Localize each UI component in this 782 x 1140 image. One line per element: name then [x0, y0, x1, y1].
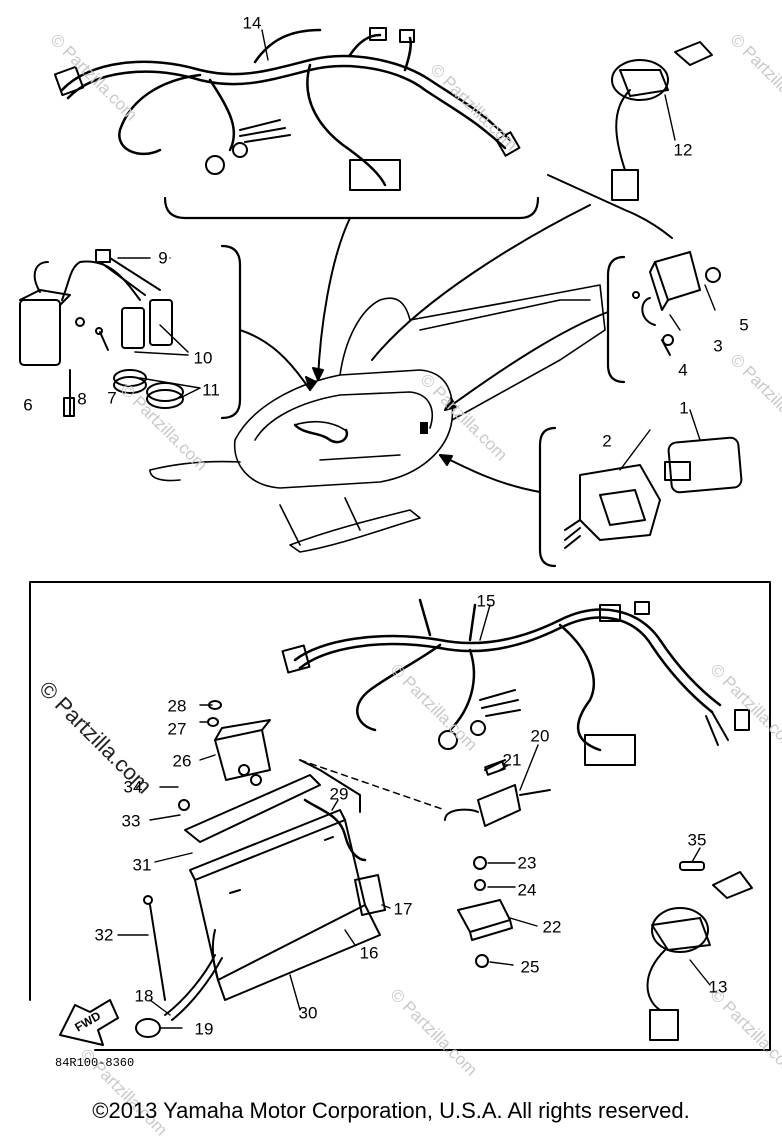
callout-17: 17: [393, 899, 413, 919]
lower-box: [29, 581, 771, 1051]
callout-1: 1: [679, 398, 689, 418]
fwd-arrow: [59, 999, 119, 1046]
bracket-1-2: [538, 426, 557, 568]
callout-16: 16: [359, 943, 379, 963]
copyright-notice: ©2013 Yamaha Motor Corporation, U.S.A. A…: [92, 1098, 690, 1123]
key-switch-12: [611, 41, 713, 201]
leader-14-to-sled: [317, 217, 351, 381]
callout-9: 9: [158, 248, 168, 268]
fuse-holder-20: [444, 759, 551, 827]
callout-21: 21: [502, 750, 522, 770]
callout-34: 34: [123, 777, 143, 797]
callout-29: 29: [329, 784, 349, 804]
callout-7: 7: [107, 388, 117, 408]
harness-in-sled: [293, 423, 349, 444]
callout-24: 24: [517, 880, 537, 900]
callout-6: 6: [23, 395, 33, 415]
starter-relay-26: [214, 719, 271, 786]
bracket-12: [547, 174, 673, 239]
battery-30: [189, 809, 381, 1001]
wire-harness-15: [293, 598, 722, 752]
battery-bracket-31: [178, 759, 361, 843]
callout-8: 8: [77, 389, 87, 409]
connector-group-15: [281, 601, 750, 766]
callout-30: 30: [298, 1003, 318, 1023]
callout-2: 2: [602, 431, 612, 451]
callout-20: 20: [530, 726, 550, 746]
callout-5: 5: [739, 315, 749, 335]
battery-cable-29: [303, 798, 367, 862]
callout-3: 3: [713, 336, 723, 356]
callout-18: 18: [134, 986, 154, 1006]
bracket-top: [163, 196, 540, 220]
callout-12: 12: [673, 140, 693, 160]
callout-26: 26: [172, 751, 192, 771]
callout-32: 32: [94, 925, 114, 945]
callout-23: 23: [517, 853, 537, 873]
relay-1: [664, 436, 743, 494]
connector-group-14: [53, 27, 521, 191]
callout-25: 25: [520, 957, 540, 977]
callout-11: 11: [202, 380, 220, 400]
callout-33: 33: [121, 811, 141, 831]
vent-hose-18: [135, 895, 223, 1038]
bracket-left: [220, 244, 242, 420]
callout-27: 27: [167, 719, 187, 739]
callout-4: 4: [678, 360, 688, 380]
bracket-right: [606, 255, 626, 384]
callout-leaders: [117, 29, 716, 1029]
nut-5: [705, 267, 721, 283]
callout-10: 10: [193, 348, 213, 368]
callout-22: 22: [542, 917, 562, 937]
wire-harness-14: [60, 28, 512, 187]
cdi-unit-3: [632, 251, 701, 356]
callout-13: 13: [708, 977, 728, 997]
snowmobile-body: [149, 284, 606, 553]
ignition-coil-6: [19, 260, 141, 417]
grommet-11: [113, 369, 184, 409]
callout-14: 14: [242, 13, 262, 33]
callout-19: 19: [194, 1019, 214, 1039]
fuse-block-22: [457, 856, 513, 968]
bolt-7-washer-8: [75, 317, 109, 351]
dashed-leader: [299, 759, 446, 811]
callout-35: 35: [687, 830, 707, 850]
callout-31: 31: [132, 855, 152, 875]
plug-cap-10: [95, 249, 173, 349]
drawing-code: 84R100-8360: [55, 1056, 135, 1070]
callout-28: 28: [167, 696, 187, 716]
pad-17: [354, 874, 386, 916]
relay-cover-2: [564, 464, 661, 549]
callout-15: 15: [476, 591, 496, 611]
